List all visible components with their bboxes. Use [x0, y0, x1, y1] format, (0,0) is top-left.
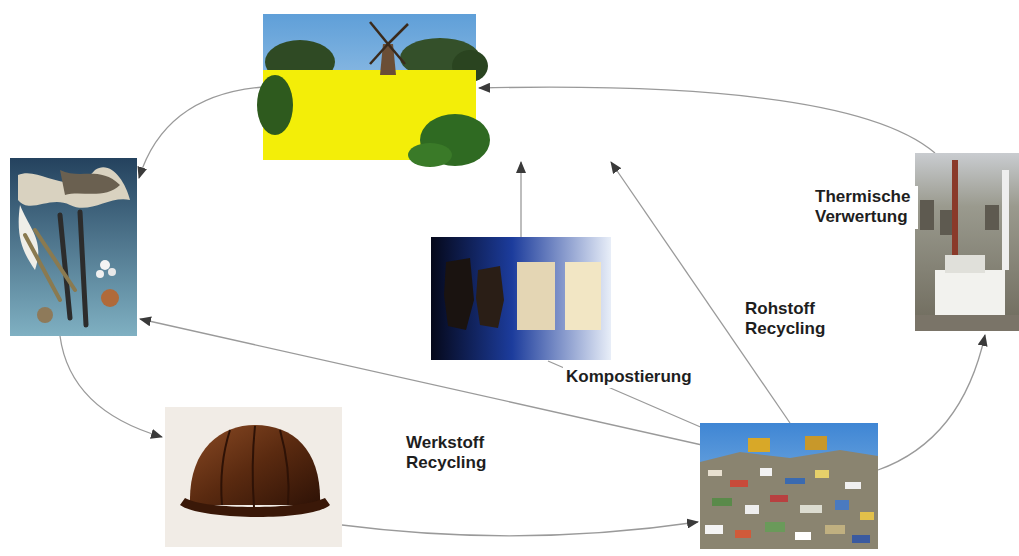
- process-label: Thermische Verwertung: [812, 186, 918, 229]
- power-plant-photo: [915, 153, 1019, 331]
- fibres-photo: [10, 158, 137, 336]
- helmet-photo: [165, 407, 342, 547]
- landfill-photo: [700, 423, 878, 549]
- process-label: Kompostierung: [563, 366, 695, 388]
- rapeseed-photo: [257, 14, 490, 167]
- compost-photo: [431, 237, 611, 360]
- process-label: Rohstoff Recycling: [742, 298, 840, 341]
- process-label: Werkstoff Recycling: [403, 432, 509, 475]
